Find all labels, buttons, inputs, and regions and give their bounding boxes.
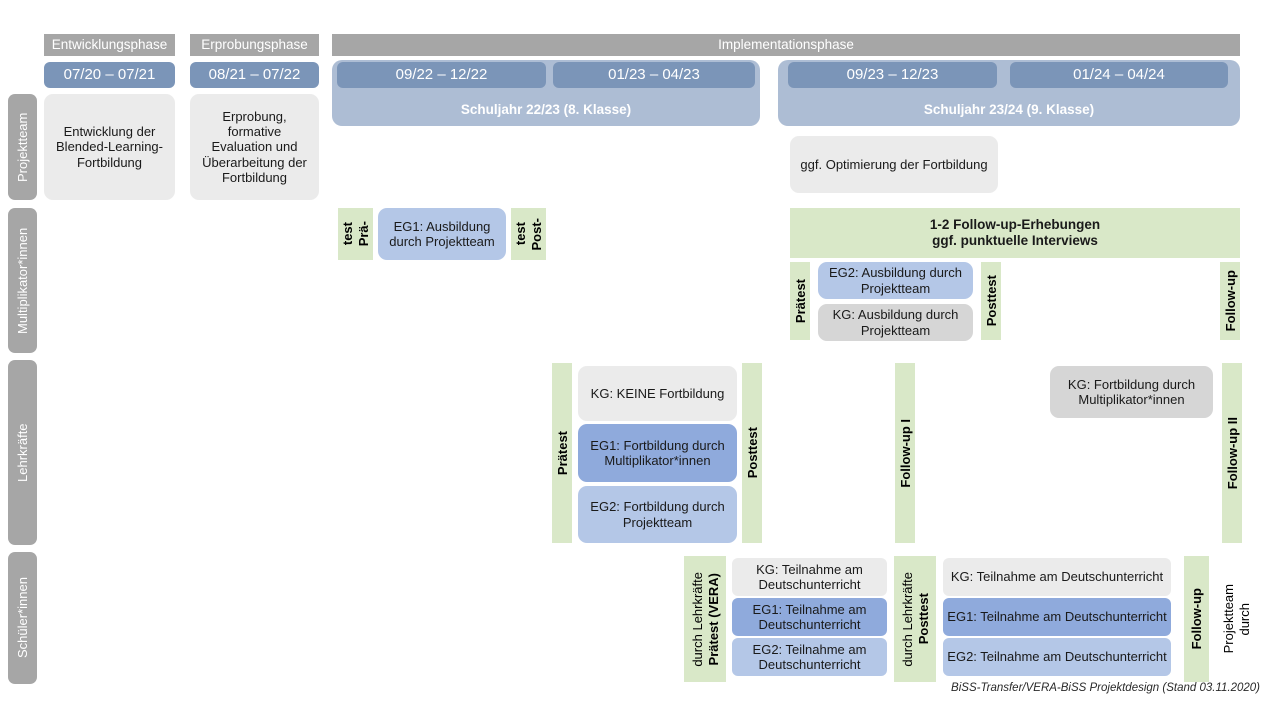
schueler-eg1-box-left: EG1: Teilnahme am Deutschunterricht: [732, 598, 887, 636]
phase-header-implementationsphase: Implementationsphase: [332, 34, 1240, 56]
mult-followup-label: Follow-up: [1220, 262, 1240, 340]
schueler-praetest-subtitle: durch Lehrkräfte: [689, 571, 705, 667]
period-0123-0423: 01/23 – 04/23: [553, 62, 755, 88]
lehr-followup1-label: Follow-up I: [895, 363, 915, 543]
projektteam-erprobung-box: Erprobung, formative Evaluation und Über…: [190, 94, 319, 200]
lehr-followup2-label: Follow-up II: [1222, 363, 1242, 543]
lehr-followup2-text: Follow-up II: [1224, 416, 1240, 490]
lehr-posttest-text: Posttest: [744, 427, 760, 479]
lehr-praetest-label: Prätest: [552, 363, 572, 543]
schueler-followup-sub1: durch: [1236, 602, 1252, 636]
schueler-followup-sublabel: durch Projektteam: [1209, 556, 1263, 682]
schoolyear-label-2324: Schuljahr 23/24 (9. Klasse): [923, 102, 1095, 118]
lehr-followup1-text: Follow-up I: [897, 418, 913, 488]
phase-header-entwicklungsphase: Entwicklungsphase: [44, 34, 175, 56]
mult-followup-banner-line2: ggf. punktuelle Interviews: [932, 233, 1098, 248]
mult-praetest-label: Prä- test: [338, 208, 373, 260]
mult-followup-text: Follow-up: [1222, 270, 1238, 332]
period-0821-0722: 08/21 – 07/22: [190, 62, 319, 88]
schueler-posttest-label: Posttest durch Lehrkräfte: [894, 556, 936, 682]
schueler-eg2-box-left: EG2: Teilnahme am Deutschunterricht: [732, 638, 887, 676]
row-label-projektteam: Projektteam: [8, 94, 37, 200]
projektteam-optimierung-box: ggf. Optimierung der Fortbildung: [790, 136, 998, 193]
phase-header-erprobungsphase: Erprobungsphase: [190, 34, 319, 56]
row-label-lehrkraefte: Lehrkräfte: [8, 360, 37, 545]
period-0720-0721: 07/20 – 07/21: [44, 62, 175, 88]
schueler-praetest-label: Prätest (VERA) durch Lehrkräfte: [684, 556, 726, 682]
lehr-posttest-label: Posttest: [742, 363, 762, 543]
mult-praetest-line1: Prä-: [356, 221, 371, 247]
lehr-kg-keine-box: KG: KEINE Fortbildung: [578, 366, 737, 421]
schueler-followup-sub2: Projektteam: [1220, 584, 1236, 654]
schueler-praetest-title: Prätest (VERA): [705, 572, 721, 666]
mult-eg1-ausbildung-box: EG1: Ausbildung durch Projektteam: [378, 208, 506, 260]
mult-posttest2-text: Posttest: [983, 275, 999, 327]
schueler-followup-title: Follow-up: [1189, 588, 1204, 650]
mult-posttest-line2: test: [513, 222, 528, 246]
schoolyear-label-2223: Schuljahr 22/23 (8. Klasse): [460, 102, 632, 118]
lehr-eg2-box: EG2: Fortbildung durch Projektteam: [578, 486, 737, 543]
schueler-kg-box-right: KG: Teilnahme am Deutschunterricht: [943, 558, 1171, 596]
period-0124-0424: 01/24 – 04/24: [1010, 62, 1228, 88]
row-label-multiplikatorinnen: Multiplikator*innen: [8, 208, 37, 353]
period-0923-1223: 09/23 – 12/23: [788, 62, 997, 88]
schueler-kg-box-left: KG: Teilnahme am Deutschunterricht: [732, 558, 887, 596]
mult-praetest2-label: Prätest: [790, 262, 810, 340]
lehr-praetest-text: Prätest: [554, 430, 570, 476]
mult-followup-banner-line1: 1-2 Follow-up-Erhebungen: [929, 217, 1101, 233]
mult-praetest-line2: test: [340, 222, 355, 246]
mult-eg2-ausbildung-box: EG2: Ausbildung durch Projektteam: [818, 262, 973, 299]
mult-posttest-line1: Post-: [529, 217, 544, 251]
schueler-eg2-box-right: EG2: Teilnahme am Deutschunterricht: [943, 638, 1171, 676]
schueler-posttest-subtitle: durch Lehrkräfte: [899, 571, 915, 667]
projektteam-entwicklung-box: Entwicklung der Blended-Learning-Fortbil…: [44, 94, 175, 200]
footer-credit: BiSS-Transfer/VERA-BiSS Projektdesign (S…: [951, 682, 1260, 694]
mult-posttest-label: Post- test: [511, 208, 546, 260]
schueler-eg1-box-right: EG1: Teilnahme am Deutschunterricht: [943, 598, 1171, 636]
schueler-followup-label: Follow-up: [1184, 556, 1209, 682]
mult-posttest2-label: Posttest: [981, 262, 1001, 340]
mult-kg-ausbildung-box: KG: Ausbildung durch Projektteam: [818, 304, 973, 341]
lehr-kg-fortbildung-box: KG: Fortbildung durch Multiplikator*inne…: [1050, 366, 1213, 418]
schueler-posttest-title: Posttest: [915, 593, 931, 645]
mult-praetest2-text: Prätest: [792, 278, 808, 324]
mult-followup-banner: 1-2 Follow-up-Erhebungen ggf. punktuelle…: [790, 208, 1240, 258]
lehr-eg1-box: EG1: Fortbildung durch Multiplikator*inn…: [578, 424, 737, 482]
row-label-schuelerinnen: Schüler*innen: [8, 552, 37, 684]
period-0922-1222: 09/22 – 12/22: [337, 62, 546, 88]
